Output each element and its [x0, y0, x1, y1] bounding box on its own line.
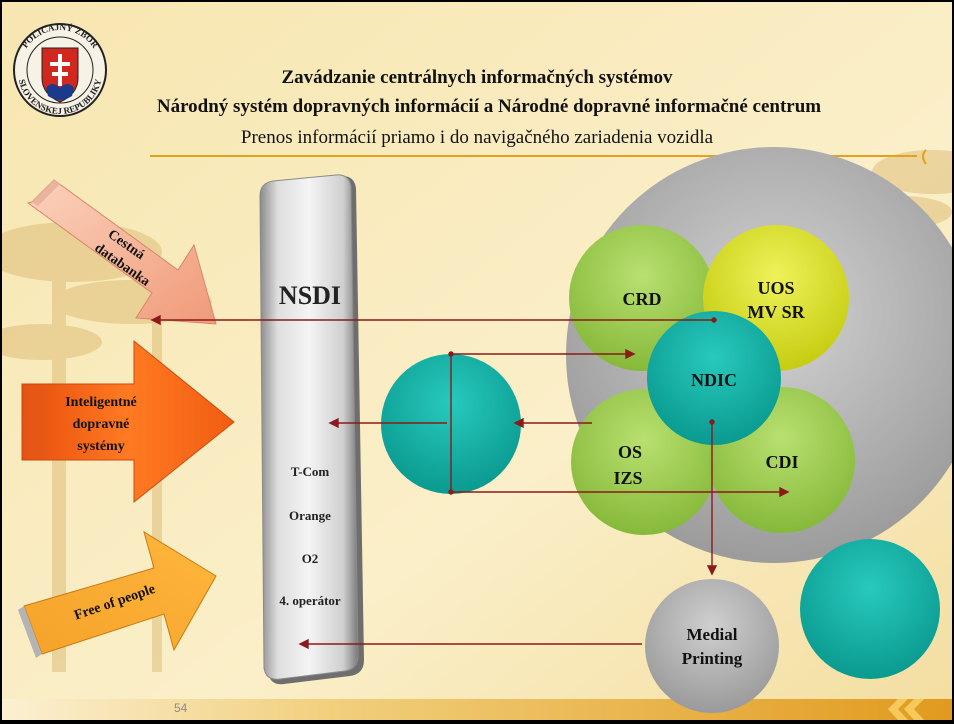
crd-label: CRD: [623, 289, 662, 309]
medial-printing-circle: [645, 579, 779, 713]
inteligentne-label: Inteligentné: [65, 395, 137, 410]
nsdi-panel: [259, 174, 364, 685]
nsdi-title: NSDI: [279, 281, 341, 310]
uos-label-2: MV SR: [747, 302, 805, 322]
ndic-label: NDIC: [691, 370, 737, 390]
operator-orange: Orange: [289, 508, 331, 523]
inteligentne-systemy-arrow: [21, 339, 235, 504]
police-emblem-logo: POLICAJNÝ ZBOR SLOVENSKEJ REPUBLIKY: [13, 22, 107, 117]
operator-tcom: T-Com: [291, 464, 330, 479]
circle-labels: CRD UOS MV SR NDIC OS IZS CDI Medial Pri…: [613, 278, 805, 668]
cestna-databanka-arrow: [26, 179, 217, 325]
medial-label-1: Medial: [687, 625, 738, 644]
page-number: 54: [174, 701, 188, 715]
nsdi-labels: NSDI T-Com Orange O2 4. operátor: [279, 281, 341, 608]
uos-label-1: UOS: [757, 278, 794, 298]
dopravne-label: dopravné: [73, 417, 130, 432]
systemy-label: systémy: [77, 439, 124, 454]
ndic-circle: [647, 311, 781, 445]
operator-o2: O2: [302, 551, 319, 566]
os-label: OS: [618, 442, 642, 462]
izs-label: IZS: [613, 468, 642, 488]
slide-subtitle-2: Prenos informácií priamo i do navigačnéh…: [240, 127, 714, 148]
free-of-people-arrow: [23, 530, 217, 655]
connector-lines: [150, 314, 790, 650]
medial-label-2: Printing: [682, 649, 743, 668]
slide-subtitle: Národný systém dopravných informácií a N…: [156, 96, 822, 117]
slide-title: Zavádzanie centrálnych informačných syst…: [281, 67, 673, 88]
cdi-label: CDI: [765, 452, 798, 472]
standalone-teal-circle: [800, 539, 940, 679]
operator-4: 4. operátor: [279, 593, 341, 608]
